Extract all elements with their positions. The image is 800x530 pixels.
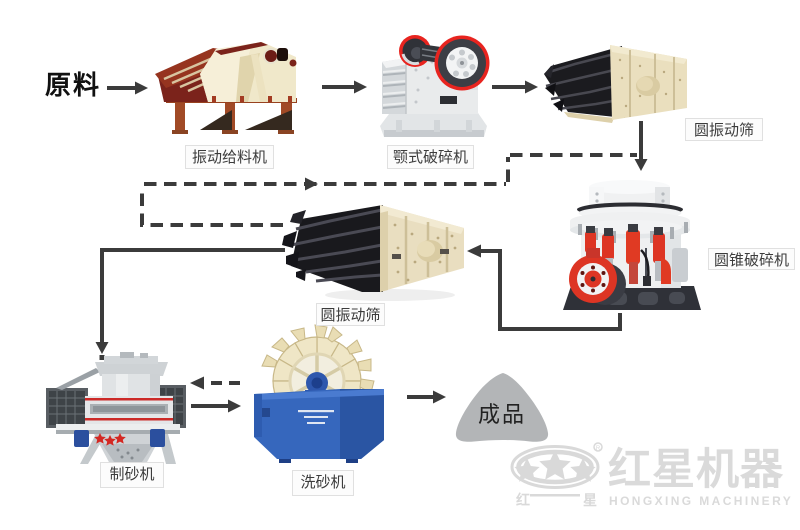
svg-text:星: 星 <box>583 492 597 508</box>
svg-text:红: 红 <box>516 492 530 508</box>
svg-text:R: R <box>596 446 601 452</box>
